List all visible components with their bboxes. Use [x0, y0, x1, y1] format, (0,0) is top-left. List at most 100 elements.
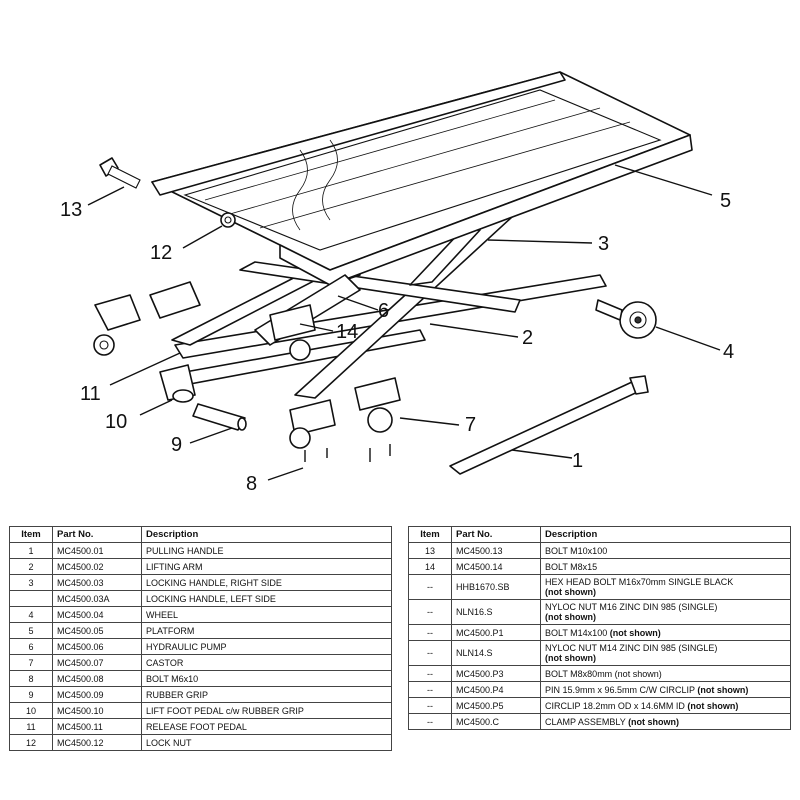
cell-description: CIRCLIP 18.2mm OD x 14.6MM ID (not shown… — [540, 697, 791, 714]
cell-part-no-text: HHB1670.SB — [456, 582, 510, 592]
cell-item-text: -- — [427, 627, 433, 638]
table-row: MC4500.03A LOCKING HANDLE, LEFT SIDE — [9, 590, 392, 607]
cell-description-text: PULLING HANDLE — [146, 545, 224, 556]
cell-part-no: MC4500.10 — [52, 702, 142, 719]
cell-description: LOCK NUT — [141, 734, 392, 751]
cell-part-no: MC4500.07 — [52, 654, 142, 671]
cell-item: -- — [408, 624, 452, 641]
cell-description: BOLT M8x80mm (not shown) — [540, 665, 791, 682]
not-shown-note: (not shown) — [628, 716, 680, 727]
lock-nut — [220, 212, 236, 228]
cell-item-text: 1 — [28, 545, 34, 556]
callout-7: 7 — [465, 414, 476, 436]
cell-item: -- — [408, 713, 452, 730]
cell-description: PIN 15.9mm x 96.5mm C/W CIRCLIP (not sho… — [540, 681, 791, 698]
cell-part-no: MC4500.11 — [52, 718, 142, 735]
cell-description-text: CIRCLIP 18.2mm OD x 14.6MM ID — [545, 700, 685, 711]
cell-part-no-text: MC4500.09 — [57, 689, 104, 700]
platform — [151, 71, 693, 286]
cell-part-no-text: MC4500.05 — [57, 625, 104, 636]
cell-description: LOCKING HANDLE, RIGHT SIDE — [141, 574, 392, 591]
callout-6: 6 — [378, 300, 389, 322]
cell-part-no-text: MC4500.02 — [57, 561, 104, 572]
cell-part-no: MC4500.05 — [52, 622, 142, 639]
cell-part-no: MC4500.P4 — [451, 681, 541, 698]
cell-description: PULLING HANDLE — [141, 542, 392, 559]
cell-part-no-text: MC4500.03A — [57, 593, 110, 604]
not-shown-note: (not shown) — [609, 627, 661, 638]
not-shown-note: (not shown) — [697, 684, 749, 695]
callout-8: 8 — [246, 473, 257, 495]
cell-part-no-text: MC4500.03 — [57, 577, 104, 588]
cell-description: WHEEL — [141, 606, 392, 623]
table-row: 3 MC4500.03 LOCKING HANDLE, RIGHT SIDE — [9, 574, 392, 591]
cell-part-no: MC4500.03A — [52, 590, 142, 607]
cell-item: 14 — [408, 558, 452, 575]
wheels — [289, 299, 657, 462]
cell-item-text: -- — [427, 648, 433, 658]
cell-description-text: RELEASE FOOT PEDAL — [146, 721, 247, 732]
cell-description-text: RUBBER GRIP — [146, 689, 209, 700]
cell-part-no-text: MC4500.06 — [57, 641, 104, 652]
cell-description-text: BOLT M10x100 — [545, 545, 608, 556]
cell-part-no-text: MC4500.01 — [57, 545, 104, 556]
bolt-13 — [99, 157, 141, 189]
cell-item-text: -- — [427, 716, 433, 727]
cell-item — [9, 590, 53, 607]
not-shown-note: (not shown) — [545, 587, 596, 597]
table-header-row: Item Part No. Description — [408, 526, 791, 543]
cell-description: BOLT M8x15 — [540, 558, 791, 575]
cell-part-no: MC4500.01 — [52, 542, 142, 559]
cell-description-text: HYDRAULIC PUMP — [146, 641, 227, 652]
cell-description: BOLT M14x100 (not shown) — [540, 624, 791, 641]
cell-part-no-text: MC4500.C — [456, 716, 500, 727]
cell-description: HEX HEAD BOLT M16x70mm SINGLE BLACK(not … — [540, 574, 791, 600]
cell-description: CLAMP ASSEMBLY (not shown) — [540, 713, 791, 730]
cell-item: 10 — [9, 702, 53, 719]
cell-item-text: 13 — [424, 545, 435, 556]
cell-description-text: LIFTING ARM — [146, 561, 203, 572]
cell-description-text: PLATFORM — [146, 625, 195, 636]
cell-description-text: LOCKING HANDLE, LEFT SIDE — [146, 593, 276, 604]
cell-item-text: 2 — [28, 561, 34, 572]
table-row: 14 MC4500.14 BOLT M8x15 — [408, 558, 791, 575]
cell-part-no-text: MC4500.14 — [456, 561, 503, 572]
cell-part-no-text: MC4500.11 — [57, 721, 103, 732]
cell-part-no-text: MC4500.04 — [57, 609, 104, 620]
cell-description: HYDRAULIC PUMP — [141, 638, 392, 655]
cell-part-no: MC4500.06 — [52, 638, 142, 655]
cell-item: -- — [408, 665, 452, 682]
cell-item: -- — [408, 681, 452, 698]
cell-part-no: MC4500.03 — [52, 574, 142, 591]
cell-description-text: PIN 15.9mm x 96.5mm C/W CIRCLIP — [545, 684, 695, 695]
cell-part-no: MC4500.09 — [52, 686, 142, 703]
cell-part-no: NLN14.S — [451, 640, 541, 666]
hydraulic-pump — [254, 274, 361, 361]
callout-11: 11 — [80, 383, 101, 405]
callout-2: 2 — [522, 327, 533, 349]
cell-item-text: 4 — [28, 609, 34, 620]
table-row: -- MC4500.C CLAMP ASSEMBLY (not shown) — [408, 713, 791, 730]
cell-description-text: BOLT M8x80mm (not shown) — [545, 668, 662, 679]
callout-9: 9 — [171, 434, 182, 456]
callout-12: 12 — [150, 242, 172, 264]
cell-part-no-text: MC4500.12 — [57, 737, 104, 748]
exploded-diagram: 1 2 3 4 5 6 7 8 9 10 11 12 13 14 — [60, 71, 734, 495]
col-header-part-no: Part No. — [451, 526, 541, 543]
cell-description: LIFT FOOT PEDAL c/w RUBBER GRIP — [141, 702, 392, 719]
cell-item: 3 — [9, 574, 53, 591]
cell-description: LIFTING ARM — [141, 558, 392, 575]
cell-item-text: 8 — [28, 673, 34, 684]
col-header-description: Description — [540, 526, 791, 543]
callout-14: 14 — [336, 321, 358, 343]
